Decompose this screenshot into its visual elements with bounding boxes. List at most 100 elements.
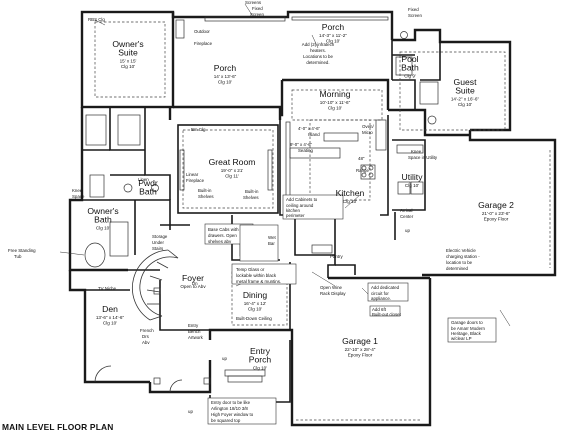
note-closet-1: Add 6ft	[372, 307, 387, 312]
note-arrival-1: Arrival	[400, 208, 412, 213]
room-name-garage-2-0: Garage 2	[478, 200, 514, 210]
note-cabinets-3: kitchen	[286, 208, 300, 213]
room-dims-morning-1: Clg 10'	[328, 106, 342, 111]
room-name-owners-bath-0: Owner's	[87, 206, 118, 216]
note-range-1: 48"	[358, 156, 365, 161]
room-name-owners-suite-0: Owner's	[112, 39, 143, 49]
room-name-great-room-0: Great Room	[209, 157, 256, 167]
note-temp-glass-3: metal frame & muntins.	[236, 279, 281, 284]
room-name-kitchen-0: Kitchen	[336, 188, 365, 198]
room-dims-great-room-1: Clg 11'	[225, 174, 239, 179]
room-name-entry-porch-1: Porch	[249, 355, 272, 365]
interior-walls	[82, 40, 441, 331]
room-name-foyer-0: Foyer	[182, 273, 204, 283]
note-base-cabs-1: Base Cabs with	[208, 227, 239, 232]
room-name-powder-bath-0: Pwdr	[138, 178, 158, 188]
note-entry-door-1: Entry door to be like	[211, 400, 251, 405]
note-fixed-screen-left-1: Fixed	[252, 6, 263, 11]
room-dims-guest-suite-0: 14'-2" x 16'-6"	[451, 97, 480, 102]
note-wet-bar-1: Wet	[268, 235, 277, 240]
note-tub-2: Tub	[14, 254, 22, 259]
note-garage-doors-4: w/clear LP	[451, 336, 472, 341]
note-ev-2: charging station -	[446, 254, 480, 259]
room-dims-garage-1-1: Epoxy Floor	[348, 353, 373, 358]
note-built-in-shelves-2a: Built-in	[245, 189, 259, 194]
note-temp-glass-2: lockable within black	[236, 273, 277, 278]
room-dims-owners-suite-0: 15' x 15'	[120, 59, 137, 64]
room-dims-garage-1-0: 22'-10" x 28'-4"	[345, 347, 376, 352]
room-dims-utility-0: Clg 10'	[405, 183, 419, 188]
note-circuit-2: circuit for	[371, 291, 389, 296]
note-screens: Screens	[245, 0, 262, 5]
note-base-cabs-3: shelves abv	[208, 239, 232, 244]
room-name-guest-suite-1: Suite	[455, 86, 475, 96]
note-built-in-shelves-2b: Shelves	[243, 195, 259, 200]
note-heaters-4: determined.	[306, 60, 329, 65]
note-fixed-screen-right-1: Fixed	[408, 7, 419, 12]
note-ev-3: location to be	[446, 260, 473, 265]
note-oven-micro-1: Oven/	[362, 124, 374, 129]
note-island-1: 4'-0" x 4'-6"	[298, 126, 321, 131]
note-tv-niche: TV Niche	[98, 286, 117, 291]
notes: RBS Clg Screens Fixed Screen Fixed Scree…	[8, 0, 485, 423]
room-name-garage-1-0: Garage 1	[342, 336, 378, 346]
note-knee-space-1: Knee	[411, 149, 422, 154]
note-french-2: Drs	[142, 334, 150, 339]
room-dims-owners-bath-0: Clg 10'	[96, 226, 110, 231]
note-garage-doors-3: Heritage, Black	[451, 331, 482, 336]
note-circuit-3: appliance.	[371, 296, 391, 301]
note-bm-clg: Bm Clg	[191, 127, 206, 132]
room-dims-pool-bath-0: Clg 9'	[404, 74, 416, 79]
room-name-dining-0: Dining	[243, 290, 268, 300]
annotation-boxes	[204, 194, 497, 425]
note-garage-doors-2: be Amarr Modern	[451, 326, 485, 331]
note-seating-2: Seating	[298, 148, 313, 153]
room-dims-great-room-0: 19'-0" x 21'	[221, 168, 244, 173]
note-outdoor-fireplace-2: Fireplace	[194, 41, 213, 46]
note-heaters-3: Locations to be	[303, 54, 333, 59]
note-knee-space-2: Space in Utility	[408, 155, 438, 160]
room-dims-entry-porch-0: Clg 10'	[253, 366, 267, 371]
room-dims-owners-suite-1: Clg 10'	[121, 64, 135, 69]
note-linen: Linen	[138, 177, 149, 182]
note-entry-art-2: Bench	[188, 329, 201, 334]
note-linear-fireplace-1: Linear	[186, 172, 199, 177]
note-ev-1: Electric Vehicle	[446, 248, 476, 253]
room-dims-garage-2-0: 21'-0" x 23'-6"	[482, 211, 511, 216]
room-dims-porch-west-1: Clg 10'	[218, 80, 232, 85]
room-name-guest-suite-0: Guest	[454, 77, 478, 87]
room-name-owners-suite-1: Suite	[118, 48, 138, 58]
note-circuit-1: Add dedicated	[371, 285, 400, 290]
note-up-2: up	[222, 356, 227, 361]
room-dims-porch-north-1: Clg 10'	[326, 39, 340, 44]
room-name-pool-bath-1: Bath	[401, 63, 419, 73]
note-storage-3: Stairs	[152, 246, 164, 251]
note-ev-4: determined	[446, 266, 469, 271]
note-entry-door-3: High Foyer window to	[211, 412, 254, 417]
note-open-wine-2: Rack Display	[320, 291, 346, 296]
room-name-owners-bath-1: Bath	[94, 215, 112, 225]
note-fixed-screen-right-2: Screen	[408, 13, 422, 18]
note-garage-doors-1: Garage doors to	[451, 320, 483, 325]
note-entry-art-3: Artwork	[188, 335, 204, 340]
room-dims-porch-west-0: 14' x 13'-6"	[214, 74, 237, 79]
note-built-in-shelves-1b: Shelves	[198, 194, 214, 199]
note-french-1: French	[140, 328, 154, 333]
room-dims-dining-1: Clg 10'	[248, 307, 262, 312]
room-dims-garage-2-1: Epoxy Floor	[484, 217, 509, 222]
note-linear-fireplace-2: Fireplace	[186, 178, 205, 183]
room-name-entry-porch-0: Entry	[250, 346, 271, 356]
note-built-down: Built-Down Ceiling	[236, 316, 272, 321]
note-open-wine-1: Open Wine	[320, 285, 343, 290]
room-dims-guest-suite-1: Clg 10'	[458, 102, 472, 107]
note-fixed-screen-left-2: Screen	[250, 12, 264, 17]
note-pantry: Pantry	[330, 254, 343, 259]
note-arrival-2: Center	[400, 214, 414, 219]
note-closet-2: Built-out closet	[372, 312, 402, 317]
note-range-2: Range	[356, 168, 369, 173]
ceiling-outlines	[94, 21, 506, 326]
room-name-den-0: Den	[102, 304, 118, 314]
room-name-porch-west-0: Porch	[214, 63, 237, 73]
note-wet-bar-2: Bar	[268, 241, 275, 246]
